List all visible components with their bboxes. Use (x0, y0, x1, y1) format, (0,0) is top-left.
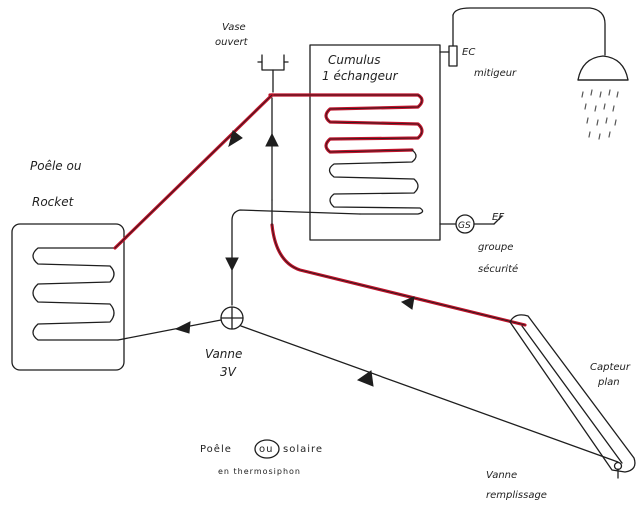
vanne-remplissage-label-1: Vanne (486, 470, 517, 481)
three-way-valve (220, 306, 244, 330)
vase-label-2: ouvert (215, 37, 249, 48)
poele-label-1: Poêle ou (30, 159, 82, 173)
ef-label: EF (492, 212, 504, 223)
mitigeur-label: mitigeur (474, 68, 517, 79)
flat-plate-collector (509, 314, 636, 473)
fill-valve (613, 461, 623, 479)
exchanger-coil-hot (268, 93, 424, 154)
poele-label-2: Rocket (32, 195, 75, 209)
groupe-label-2: sécurité (478, 263, 518, 275)
flow-arrow-to-stove (174, 321, 191, 334)
hot-pipe-solar (270, 223, 527, 327)
mitigeur-valve (439, 7, 606, 67)
flow-arrow-riser-up (265, 132, 279, 147)
rocket-stove (11, 223, 125, 371)
safety-group (439, 214, 503, 234)
groupe-label-1: groupe (478, 242, 513, 253)
cumulus-label-1: Cumulus (328, 53, 380, 67)
cumulus-label-2: 1 échangeur (322, 69, 399, 83)
flow-arrow-return-down (225, 257, 239, 272)
vanne3v-label-2: 3V (220, 365, 237, 379)
vase-label-1: Vase (222, 22, 246, 33)
cold-return-pipe (231, 209, 361, 306)
flow-arrow-stove-up (228, 130, 243, 148)
exchanger-coil-cold (328, 149, 424, 215)
caption-line-2: en thermosiphon (218, 467, 301, 476)
flow-arrow-solar-up (400, 296, 415, 310)
caption-word-poele: Poêle (200, 443, 232, 455)
stove-return-pipe (117, 319, 222, 341)
caption-ou-circle (254, 439, 280, 459)
open-expansion-vessel (257, 54, 289, 93)
caption-word-ou: ou (259, 444, 273, 455)
flow-arrow-to-collector (356, 370, 374, 387)
caption-word-solaire: solaire (283, 444, 323, 455)
capteur-label-2: plan (597, 377, 620, 388)
capteur-label-1: Capteur (590, 362, 631, 373)
collector-return-pipe (240, 325, 619, 463)
safety-group-symbol: GS (458, 221, 471, 231)
shower-head-icon (577, 55, 629, 81)
vanne3v-label-1: Vanne (205, 347, 242, 361)
cumulus-tank (309, 44, 441, 241)
vanne-remplissage-label-2: remplissage (486, 490, 547, 501)
hot-pipe-stove (113, 93, 274, 250)
ec-label: EC (462, 47, 475, 58)
shower-water-icon (581, 89, 619, 140)
